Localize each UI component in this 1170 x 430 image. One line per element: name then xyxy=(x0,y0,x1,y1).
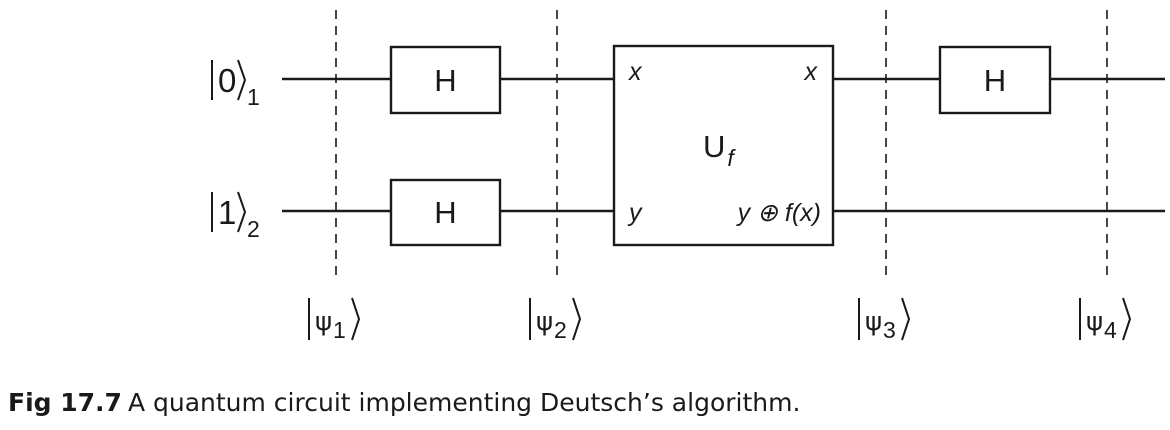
input-ket-2: 1 2 xyxy=(211,191,260,242)
gate-label: H xyxy=(434,63,456,98)
hadamard-gate-qubit-2: H xyxy=(389,178,502,247)
state-label-psi-3: ψ 3 xyxy=(858,297,911,343)
state-subscript: 1 xyxy=(333,317,346,343)
state-label-psi-1: ψ 1 xyxy=(308,297,361,343)
state-label-psi-2: ψ 2 xyxy=(529,297,582,343)
gate-box xyxy=(938,45,1052,115)
hadamard-gate-qubit-1-final: H xyxy=(938,45,1052,115)
state-label-psi-4: ψ 4 xyxy=(1079,297,1132,343)
ket-2-subscript: 2 xyxy=(247,216,260,242)
figure-number: Fig 17.7 xyxy=(8,388,122,417)
ket-2-value: 1 xyxy=(218,194,236,231)
input-ket-1: 0 1 xyxy=(211,59,260,110)
state-symbol: ψ xyxy=(865,307,882,337)
ket-right-angle xyxy=(1122,297,1132,341)
oracle-label-main: U xyxy=(703,129,725,164)
oracle-input-bottom: y xyxy=(627,199,643,227)
oracle-output-top: x xyxy=(804,58,819,86)
gate-box xyxy=(389,45,502,115)
ket-right-angle xyxy=(351,297,361,341)
oracle-label: Uf xyxy=(703,129,736,171)
oracle-box xyxy=(612,44,835,247)
state-symbol: ψ xyxy=(315,307,332,337)
state-subscript: 4 xyxy=(1104,317,1117,343)
hadamard-gate-qubit-1: H xyxy=(389,45,502,115)
state-subscript: 3 xyxy=(883,317,896,343)
gate-box xyxy=(389,178,502,247)
ket-1-value: 0 xyxy=(218,62,236,99)
state-symbol: ψ xyxy=(536,307,553,337)
oracle-label-subscript: f xyxy=(727,145,736,171)
gate-label: H xyxy=(984,63,1006,98)
gate-label: H xyxy=(434,195,456,230)
state-symbol: ψ xyxy=(1086,307,1103,337)
ket-right-angle xyxy=(572,297,582,341)
ket-right-angle xyxy=(237,191,247,233)
caption-text: A quantum circuit implementing Deutsch’s… xyxy=(127,388,801,417)
ket-1-subscript: 1 xyxy=(247,84,260,110)
oracle-gate-uf: Uf x y x y ⊕ f(x) xyxy=(612,44,835,247)
ket-right-angle xyxy=(901,297,911,341)
state-subscript: 2 xyxy=(554,317,567,343)
ket-right-angle xyxy=(237,59,247,101)
oracle-input-top: x xyxy=(628,58,643,86)
oracle-output-bottom: y ⊕ f(x) xyxy=(736,199,821,227)
